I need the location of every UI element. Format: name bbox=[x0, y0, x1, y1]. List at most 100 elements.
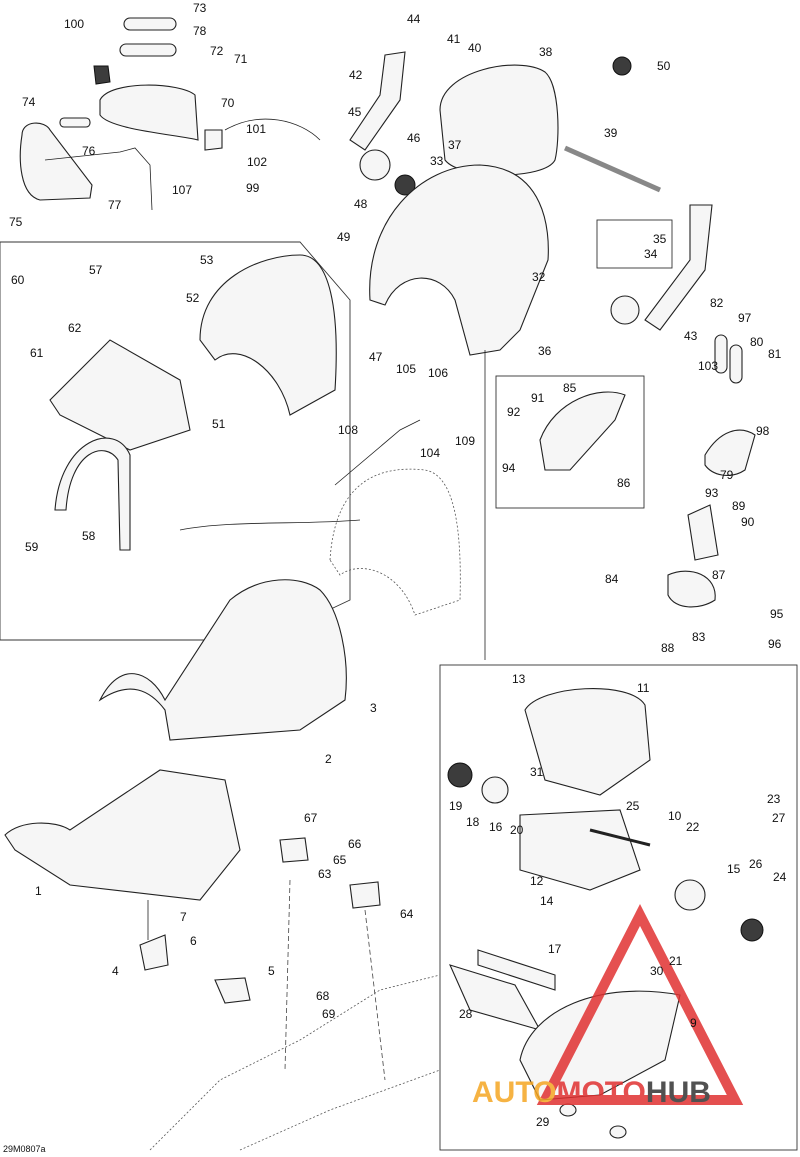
callout-22: 22 bbox=[686, 820, 700, 834]
callout-107: 107 bbox=[172, 183, 192, 197]
bracket-part-4 bbox=[139, 934, 169, 971]
callout-24: 24 bbox=[773, 870, 787, 884]
main-seat-2 bbox=[98, 579, 347, 741]
callout-78: 78 bbox=[193, 24, 207, 38]
tube-part-77 bbox=[44, 147, 153, 211]
callout-44: 44 bbox=[407, 12, 421, 26]
callout-106: 106 bbox=[428, 366, 448, 380]
bracket-part-63 bbox=[279, 837, 309, 863]
callout-77: 77 bbox=[108, 198, 122, 212]
callout-27: 27 bbox=[772, 811, 786, 825]
callout-38: 38 bbox=[539, 45, 553, 59]
callout-58: 58 bbox=[82, 529, 96, 543]
callout-26: 26 bbox=[749, 857, 763, 871]
handle-grip-part-73 bbox=[123, 17, 177, 31]
side-rail-part-74 bbox=[19, 122, 93, 201]
callout-100: 100 bbox=[64, 17, 84, 31]
callout-102: 102 bbox=[247, 155, 267, 169]
callout-13: 13 bbox=[512, 672, 526, 686]
plate-part-17 bbox=[477, 949, 556, 991]
link-line-101 bbox=[224, 118, 321, 141]
callout-20: 20 bbox=[510, 823, 524, 837]
callout-15: 15 bbox=[727, 862, 741, 876]
callout-101: 101 bbox=[246, 122, 266, 136]
callout-66: 66 bbox=[348, 837, 362, 851]
grab-handle-part-70 bbox=[99, 84, 199, 141]
callout-50: 50 bbox=[657, 59, 671, 73]
grip-part-76 bbox=[59, 117, 91, 128]
callout-5: 5 bbox=[268, 964, 275, 978]
callout-92: 92 bbox=[507, 405, 521, 419]
callout-97: 97 bbox=[738, 311, 752, 325]
shaft-part-39 bbox=[563, 145, 662, 193]
callout-104: 104 bbox=[420, 446, 440, 460]
callout-98: 98 bbox=[756, 424, 770, 438]
phantom-backrest-outline bbox=[329, 468, 461, 616]
callout-103: 103 bbox=[698, 359, 718, 373]
callout-36: 36 bbox=[538, 344, 552, 358]
backrest-arm-42 bbox=[349, 51, 406, 151]
callout-40: 40 bbox=[468, 41, 482, 55]
frame-mechanism-assembly bbox=[439, 664, 798, 1151]
spring-part-10 bbox=[589, 828, 651, 847]
callout-105: 105 bbox=[396, 362, 416, 376]
callout-67: 67 bbox=[304, 811, 318, 825]
callout-17: 17 bbox=[548, 942, 562, 956]
watermark-triangle bbox=[536, 904, 744, 1105]
callout-9: 9 bbox=[690, 1016, 697, 1030]
bracket-part-101 bbox=[204, 129, 223, 151]
bearing-part-19-top bbox=[447, 762, 473, 788]
callout-81: 81 bbox=[768, 347, 782, 361]
callout-88: 88 bbox=[661, 641, 675, 655]
callout-73: 73 bbox=[193, 1, 207, 15]
callout-23: 23 bbox=[767, 792, 781, 806]
callout-3: 3 bbox=[370, 701, 377, 715]
callout-79: 79 bbox=[720, 468, 734, 482]
callout-94: 94 bbox=[502, 461, 516, 475]
disc-part-15 bbox=[674, 879, 706, 911]
callout-12: 12 bbox=[530, 874, 544, 888]
callout-72: 72 bbox=[210, 44, 224, 58]
cover-part-83 bbox=[667, 570, 716, 608]
callout-59: 59 bbox=[25, 540, 39, 554]
callout-37: 37 bbox=[448, 138, 462, 152]
callout-93: 93 bbox=[705, 486, 719, 500]
watermark-word-a: AUTO bbox=[472, 1076, 556, 1109]
callout-70: 70 bbox=[221, 96, 235, 110]
backrest-pad-38 bbox=[439, 64, 559, 176]
callout-57: 57 bbox=[89, 263, 103, 277]
callout-43: 43 bbox=[684, 329, 698, 343]
callout-86: 86 bbox=[617, 476, 631, 490]
chassis-outline-lower bbox=[239, 1069, 441, 1151]
callout-82: 82 bbox=[710, 296, 724, 310]
callout-14: 14 bbox=[540, 894, 554, 908]
watermark-word-b: MOTO bbox=[556, 1076, 645, 1109]
callout-109: 109 bbox=[455, 434, 475, 448]
frame-handle-detail bbox=[495, 375, 645, 509]
cable-line-108 bbox=[334, 419, 421, 486]
hub-part-46 bbox=[359, 149, 391, 181]
callout-80: 80 bbox=[750, 335, 764, 349]
handle-part-85 bbox=[539, 391, 626, 471]
callout-16: 16 bbox=[489, 820, 503, 834]
callout-83: 83 bbox=[692, 630, 706, 644]
callout-2: 2 bbox=[325, 752, 332, 766]
callout-91: 91 bbox=[531, 391, 545, 405]
callout-53: 53 bbox=[200, 253, 214, 267]
callout-52: 52 bbox=[186, 291, 200, 305]
dash-link-5 bbox=[364, 909, 386, 1081]
callout-65: 65 bbox=[333, 853, 347, 867]
callout-34: 34 bbox=[644, 247, 658, 261]
bearing-part-19-right bbox=[740, 918, 764, 942]
callout-39: 39 bbox=[604, 126, 618, 140]
callout-48: 48 bbox=[354, 197, 368, 211]
callout-60: 60 bbox=[11, 273, 25, 287]
frame-backrest-assembly bbox=[0, 241, 351, 641]
dash-link-4 bbox=[284, 879, 291, 1071]
callout-29: 29 bbox=[536, 1115, 550, 1129]
backrest-arm-43 bbox=[644, 204, 713, 331]
callout-49: 49 bbox=[337, 230, 351, 244]
callout-61: 61 bbox=[30, 346, 44, 360]
backrest-cover-52 bbox=[199, 254, 337, 416]
